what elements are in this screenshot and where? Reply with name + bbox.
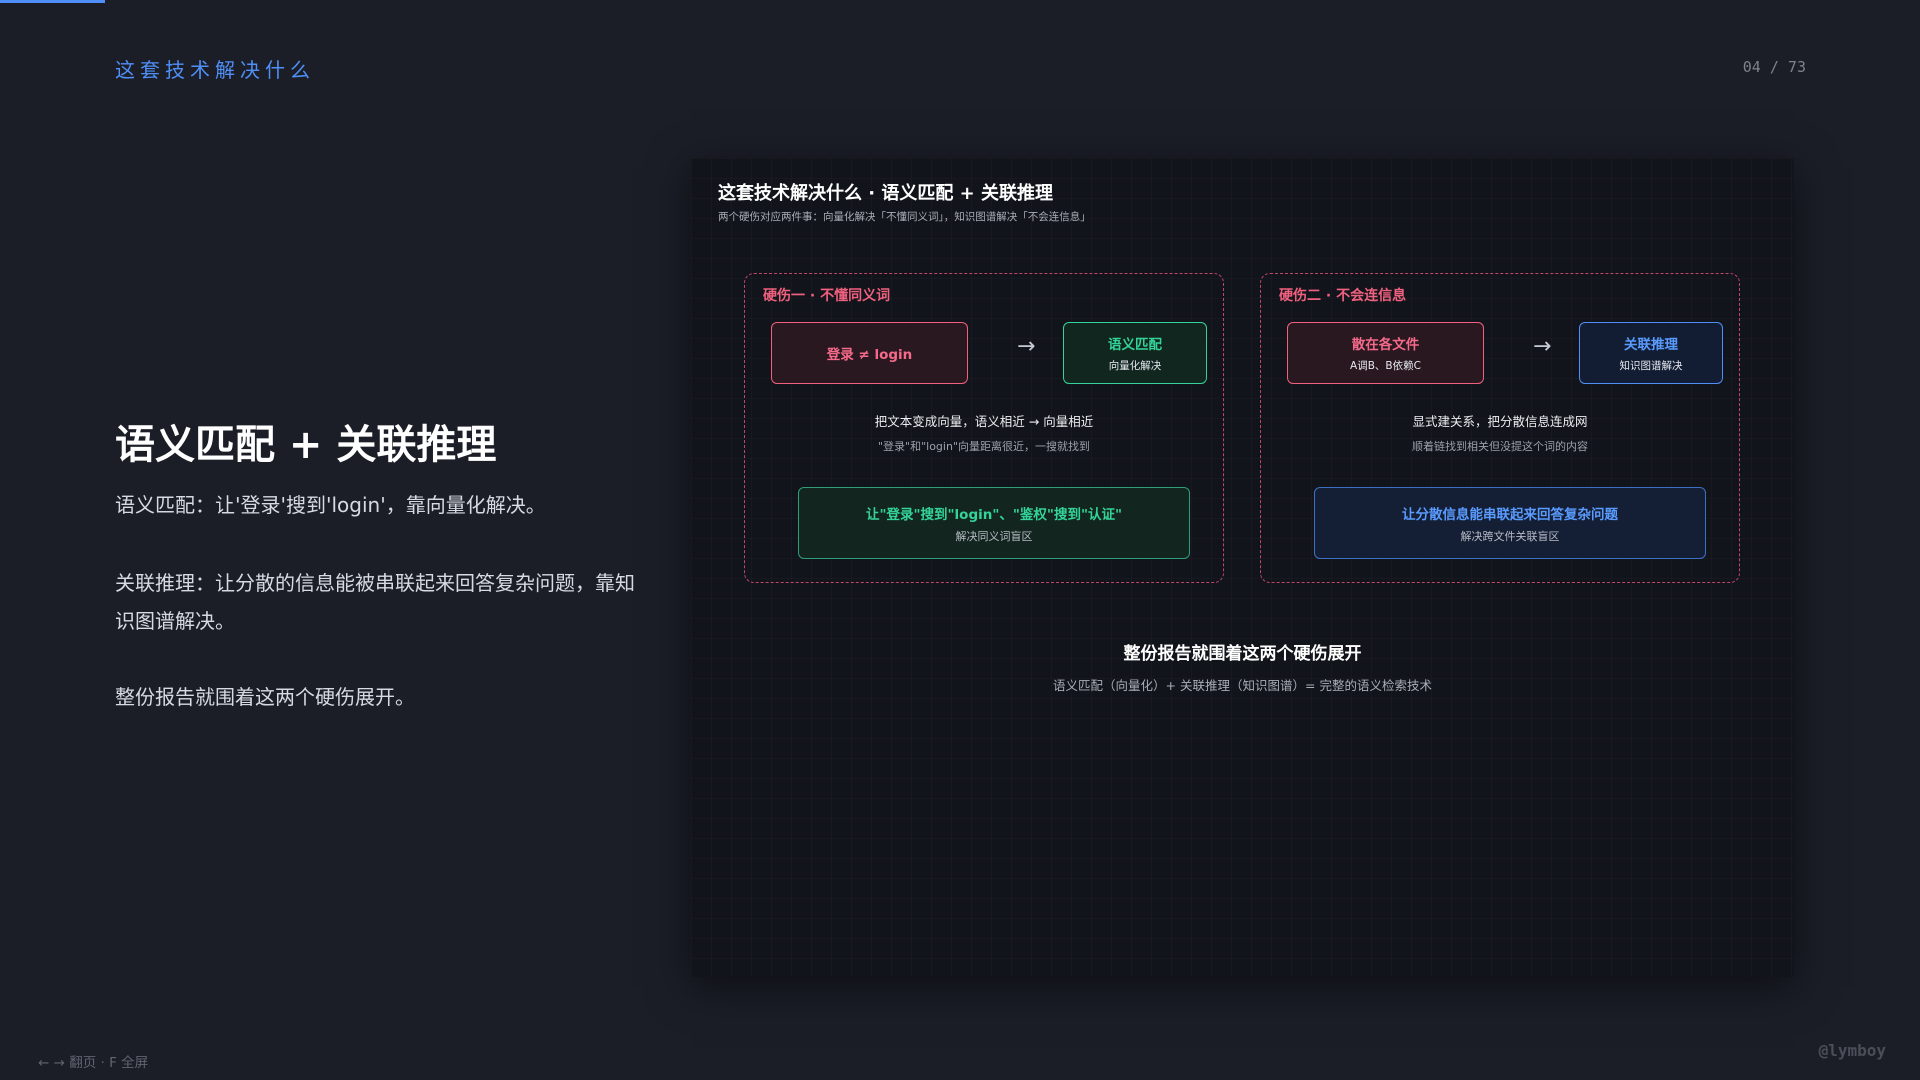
navigation-hint: ← → 翻页 · F 全屏 bbox=[38, 1055, 149, 1071]
panel-note: 顺着链找到相关但没提这个词的内容 bbox=[1412, 440, 1588, 453]
arrow-icon: → bbox=[1533, 334, 1552, 359]
paragraph-summary: 整份报告就围着这两个硬伤展开。 bbox=[115, 685, 415, 709]
solution-sub: 向量化解决 bbox=[1108, 360, 1162, 372]
callout-sub: 解决同义词盲区 bbox=[955, 529, 1033, 543]
callout-sub: 解决跨文件关联盲区 bbox=[1460, 529, 1560, 543]
arrow-icon: → bbox=[1017, 334, 1036, 359]
solution-box: 关联推理 知识图谱解决 bbox=[1579, 322, 1723, 384]
problem-title: 散在各文件 bbox=[1351, 337, 1420, 353]
panel-description: 把文本变成向量，语义相近 → 向量相近 bbox=[874, 414, 1094, 429]
paragraph-association: 关联推理：让分散的信息能被串联起来回答复杂问题，靠知识图谱解决。 bbox=[115, 571, 635, 633]
callout-box: 让分散信息能串联起来回答复杂问题 解决跨文件关联盲区 bbox=[1314, 487, 1706, 559]
solution-box: 语义匹配 向量化解决 bbox=[1063, 322, 1207, 384]
paragraph-semantic: 语义匹配：让'登录'搜到'login'，靠向量化解决。 bbox=[115, 493, 546, 517]
slide-headline: 语义匹配 + 关联推理 bbox=[115, 422, 497, 468]
solution-sub: 知识图谱解决 bbox=[1619, 360, 1683, 372]
diagram-title: 这套技术解决什么 · 语义匹配 + 关联推理 bbox=[718, 183, 1053, 204]
problem-box: 登录 ≠ login bbox=[771, 322, 968, 384]
panel-description: 显式建关系，把分散信息连成网 bbox=[1412, 414, 1588, 429]
section-title: 这套技术解决什么 bbox=[115, 58, 315, 82]
progress-bar bbox=[0, 0, 105, 3]
problem-sub: A调B、B依赖C bbox=[1350, 360, 1421, 372]
page-counter: 04 / 73 bbox=[1742, 58, 1806, 76]
callout-box: 让"登录"搜到"login"、"鉴权"搜到"认证" 解决同义词盲区 bbox=[798, 487, 1190, 559]
panel-label: 硬伤一 · 不懂同义词 bbox=[763, 288, 891, 304]
diagram-subtitle: 两个硬伤对应两件事：向量化解决「不懂同义词」，知识图谱解决「不会连信息」 bbox=[718, 211, 1091, 223]
callout-title: 让分散信息能串联起来回答复杂问题 bbox=[1402, 506, 1618, 523]
callout-title: 让"登录"搜到"login"、"鉴权"搜到"认证" bbox=[865, 506, 1123, 523]
solution-title: 关联推理 bbox=[1624, 337, 1678, 353]
problem-box: 散在各文件 A调B、B依赖C bbox=[1287, 322, 1484, 384]
author-watermark: @lymboy bbox=[1818, 1041, 1886, 1060]
panel-label: 硬伤二 · 不会连信息 bbox=[1279, 288, 1407, 304]
summary-subtitle: 语义匹配（向量化）+ 关联推理（知识图谱）= 完整的语义检索技术 bbox=[1053, 678, 1432, 693]
problem-title: 登录 ≠ login bbox=[826, 347, 913, 363]
panel-association: 硬伤二 · 不会连信息 散在各文件 A调B、B依赖C → 关联推理 知识图谱解决… bbox=[1260, 273, 1740, 583]
summary-title: 整份报告就围着这两个硬伤展开 bbox=[1123, 644, 1362, 664]
diagram-card: 这套技术解决什么 · 语义匹配 + 关联推理 两个硬伤对应两件事：向量化解决「不… bbox=[691, 158, 1794, 977]
solution-title: 语义匹配 bbox=[1108, 337, 1162, 353]
panel-note: "登录"和"login"向量距离很近，一搜就找到 bbox=[877, 440, 1091, 453]
panel-synonym: 硬伤一 · 不懂同义词 登录 ≠ login → 语义匹配 向量化解决 把文本变… bbox=[744, 273, 1224, 583]
